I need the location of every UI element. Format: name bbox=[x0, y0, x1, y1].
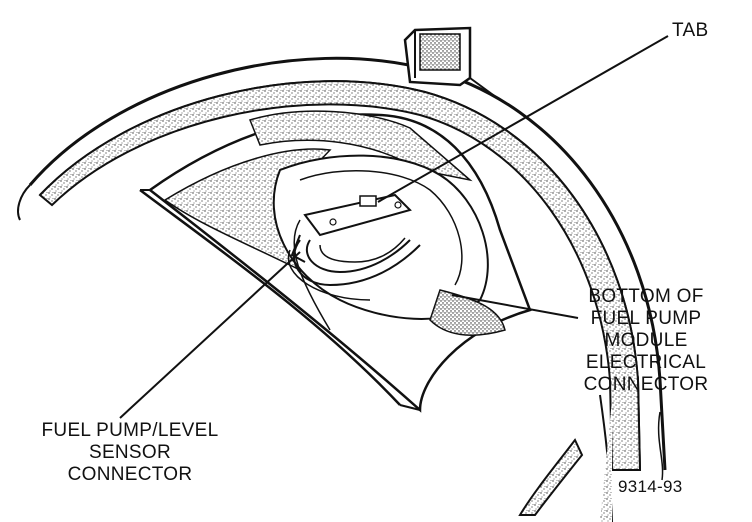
label-sensor-connector: FUEL PUMP/LEVEL SENSOR CONNECTOR bbox=[20, 420, 240, 486]
label-bottom-connector-line-5: CONNECTOR bbox=[583, 374, 709, 395]
figure-number: 9314-93 bbox=[618, 477, 683, 496]
label-bottom-connector-line-2: FUEL PUMP bbox=[590, 308, 702, 329]
leader-tab bbox=[377, 35, 669, 203]
label-sensor-connector-line-3: CONNECTOR bbox=[67, 464, 193, 485]
label-bottom-connector-line-1: BOTTOM OF bbox=[588, 286, 704, 307]
leader-figure-number bbox=[657, 411, 664, 481]
label-sensor-connector-line-1: FUEL PUMP/LEVEL bbox=[41, 420, 219, 441]
top-bracket bbox=[403, 26, 501, 101]
leader-lines bbox=[119, 35, 669, 481]
label-bottom-connector: BOTTOM OF FUEL PUMP MODULE ELECTRICAL CO… bbox=[566, 286, 726, 396]
label-bottom-connector-line-3: MODULE bbox=[604, 330, 688, 351]
wire-harness bbox=[287, 193, 421, 301]
label-sensor-connector-line-2: SENSOR bbox=[88, 442, 172, 463]
label-tab: TAB bbox=[672, 20, 709, 41]
leader-sensor-connector bbox=[119, 251, 301, 419]
tank-lower-rim bbox=[518, 394, 613, 522]
tank-lower-wall bbox=[139, 188, 421, 411]
label-bottom-connector-line-4: ELECTRICAL bbox=[585, 352, 707, 373]
pump-housing bbox=[147, 110, 532, 413]
leader-bottom-connector bbox=[451, 294, 579, 319]
